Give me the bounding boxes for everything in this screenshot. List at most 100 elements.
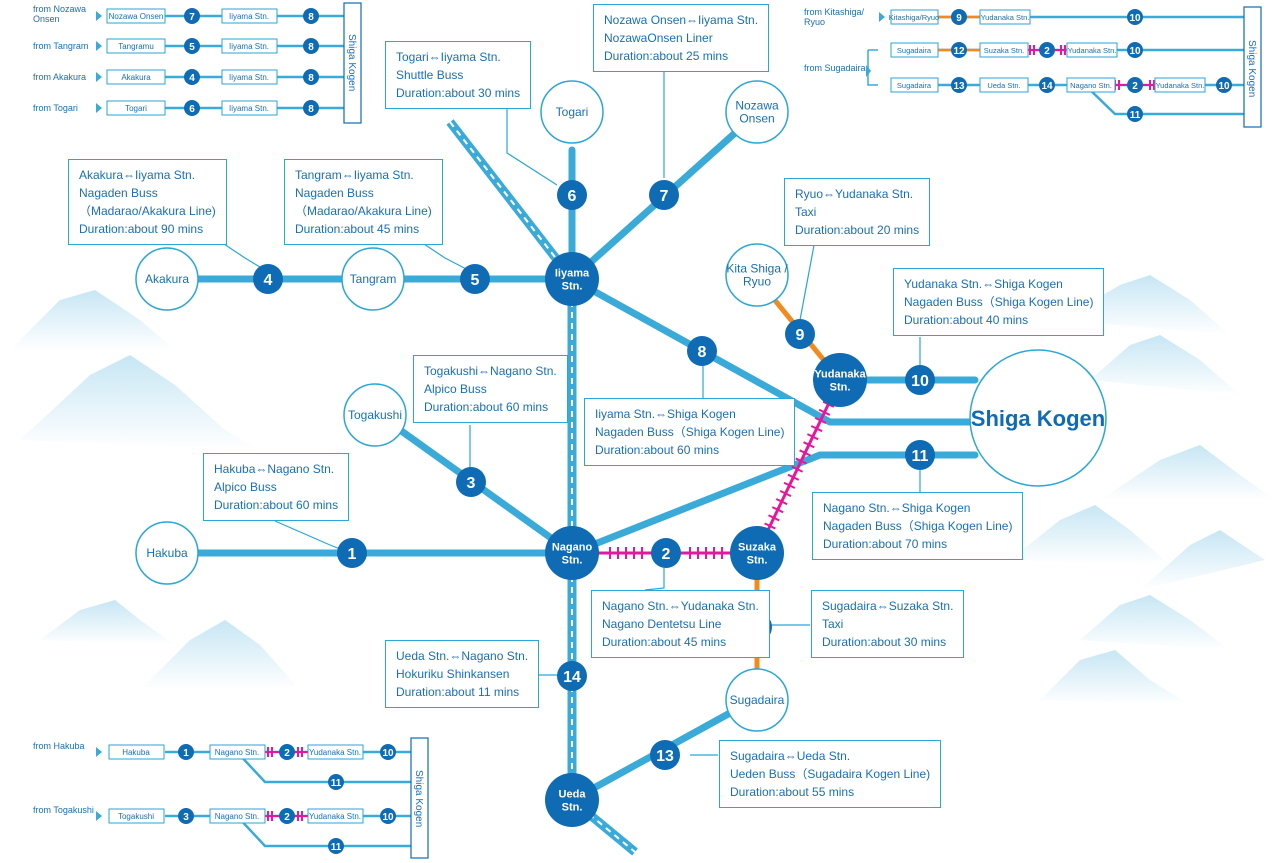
legend-bl-badge-2a: 2 — [284, 748, 290, 759]
station-iiyama — [545, 252, 599, 306]
legend-tl-dest: Shiga Kogen — [346, 34, 357, 91]
route-badge-10: 10 — [905, 365, 935, 395]
label-line: Onsen — [739, 112, 774, 126]
legend-tr-badge-11: 11 — [1130, 110, 1141, 121]
info-line: Sugadaira⇔Ueda Stn. — [730, 749, 851, 763]
info-line: （Madarao/Akakura Line) — [295, 204, 432, 218]
label-line: Suzaka — [738, 542, 777, 554]
place-circle-akakura — [135, 247, 199, 311]
nagaden-railway-ticks — [764, 400, 835, 530]
legend-tl-mid-2: Iiyama Stn. — [229, 42, 269, 51]
legend-tl-mid-1: Iiyama Stn. — [229, 12, 269, 21]
legend-tr-nagano: Nagano Stn. — [1070, 81, 1112, 90]
info-line: Duration:about 40 mins — [904, 313, 1029, 327]
place-label-sugadaira: Sugadaira — [730, 693, 785, 707]
legend-bl-badge-2b: 2 — [284, 812, 290, 823]
legend-tl-mid-4: Iiyama Stn. — [229, 104, 269, 113]
info-box-yudanaka-shiga: Yudanaka Stn.⇔Shiga Kogen Nagaden Buss（S… — [893, 268, 1105, 336]
station-suzaka — [730, 526, 784, 580]
place-label-kitashiga: Kita Shiga /Ryuo — [726, 262, 788, 289]
info-line: Shuttle Buss — [396, 68, 464, 82]
legend-bl-yudanaka-2: Yudanaka Stn. — [309, 812, 361, 821]
place-circle-togakushi — [343, 383, 407, 447]
info-line: Duration:about 45 mins — [295, 222, 420, 236]
place-circle-nozawa — [725, 80, 789, 144]
rail-tick — [799, 449, 811, 457]
info-line: Nagano Stn.⇔Shiga Kogen — [823, 501, 971, 515]
legend-bl-from-hakuba: from Hakuba — [33, 741, 85, 751]
legend-tr-from-sugadaira: from Sugadaira — [804, 63, 866, 73]
place-label-akakura: Akakura — [145, 272, 189, 286]
legend-tl-badge-4: 4 — [189, 73, 195, 84]
rail-tick — [814, 416, 827, 424]
rail-tick — [787, 473, 800, 481]
info-box-togakushi: Togakushi⇔Nagano Stn. Alpico Buss Durati… — [413, 355, 568, 423]
info-line: Yudanaka Stn.⇔Shiga Kogen — [904, 277, 1063, 291]
legend-top-left: Shiga Kogen from Nozawa Onsen from Tangr… — [33, 2, 362, 124]
legend-tl-start-tangram: Tangramu — [118, 42, 154, 51]
legend-tl-start-akakura: Akakura — [121, 73, 151, 82]
place-label-hakuba: Hakuba — [146, 546, 188, 560]
info-box-nagano-yudanaka: Nagano Stn.⇔Yudanaka Stn. Nagano Dentets… — [591, 590, 770, 658]
info-line: Duration:about 11 mins — [396, 685, 520, 699]
place-circle-togari — [540, 80, 604, 144]
rail-tick — [775, 498, 788, 506]
legend-tl-from-nozawa-1: from Nozawa — [33, 4, 86, 14]
legend-tr-ueda: Ueda Stn. — [987, 81, 1020, 90]
label-line: Stn. — [830, 382, 851, 394]
station-yudanaka — [813, 353, 867, 407]
info-line: Ueden Buss（Sugadaira Kogen Line) — [730, 767, 931, 781]
info-line: Nagaden Buss — [295, 186, 374, 200]
legend-tr-from-kitashiga-2: Ryuo — [804, 17, 825, 27]
legend-bl-nagano-2: Nagano Stn. — [215, 812, 259, 821]
legend-tr-badge-10b: 10 — [1129, 46, 1141, 57]
route-line-7 — [568, 129, 739, 283]
info-box-hakuba: Hakuba⇔Nagano Stn. Alpico Buss Duration:… — [203, 453, 350, 521]
info-line: （Madarao/Akakura Line) — [79, 204, 216, 218]
info-line: Duration:about 70 mins — [823, 537, 948, 551]
info-line: Nagaden Buss（Shiga Kogen Line) — [904, 295, 1094, 309]
info-line: Duration:about 25 mins — [604, 49, 729, 63]
rail-tick — [803, 441, 815, 449]
rail-tick — [764, 522, 776, 530]
route-badge-13: 13 — [650, 740, 680, 770]
info-line: Duration:about 60 mins — [595, 443, 720, 457]
legend-tr-badge-13: 13 — [953, 81, 965, 92]
info-line: Iiyama Stn.⇔Shiga Kogen — [595, 407, 736, 421]
route-badge-1: 1 — [337, 538, 367, 568]
route-badge-11-label: 11 — [912, 448, 929, 465]
info-line: Nagaden Buss（Shiga Kogen Line) — [595, 425, 785, 439]
legend-bl-togakushi: Togakushi — [118, 812, 154, 821]
route-badge-5: 5 — [460, 264, 490, 294]
route-badge-3: 3 — [456, 467, 486, 497]
legend-tl-from-akakura: from Akakura — [33, 72, 86, 82]
legend-bl-badge-1: 1 — [183, 748, 189, 759]
info-line: Nagano Stn.⇔Yudanaka Stn. — [602, 599, 759, 613]
label-line: Stn. — [562, 555, 583, 567]
rail-tick — [795, 457, 807, 465]
place-circle-shiga-kogen — [969, 349, 1107, 487]
info-line: Togari⇔Iiyama Stn. — [396, 50, 501, 64]
station-circles — [545, 252, 867, 827]
info-line: Togakushi⇔Nagano Stn. — [424, 364, 557, 378]
label-line: Iiyama — [555, 268, 590, 280]
rail-tick — [806, 433, 819, 441]
legend-bl-badge-11a: 11 — [331, 778, 342, 789]
route-badge-3-label: 3 — [467, 475, 476, 492]
legend-tr-badge-2a: 2 — [1044, 46, 1050, 57]
rail-tick — [771, 506, 784, 514]
info-line: Duration:about 45 mins — [602, 635, 727, 649]
rail-tick — [768, 514, 780, 522]
place-circles — [135, 80, 1107, 732]
info-line: Duration:about 55 mins — [730, 785, 855, 799]
info-line: Nagaden Buss — [79, 186, 158, 200]
legend-bl-hakuba: Hakuba — [122, 748, 150, 757]
info-box-nozawa: Nozawa Onsen⇔Iiyama Stn. NozawaOnsen Lin… — [593, 4, 770, 72]
legend-tr-sugadaira-1: Sugadaira — [897, 46, 932, 55]
legend-tl-from-nozawa-2: Onsen — [33, 14, 60, 24]
